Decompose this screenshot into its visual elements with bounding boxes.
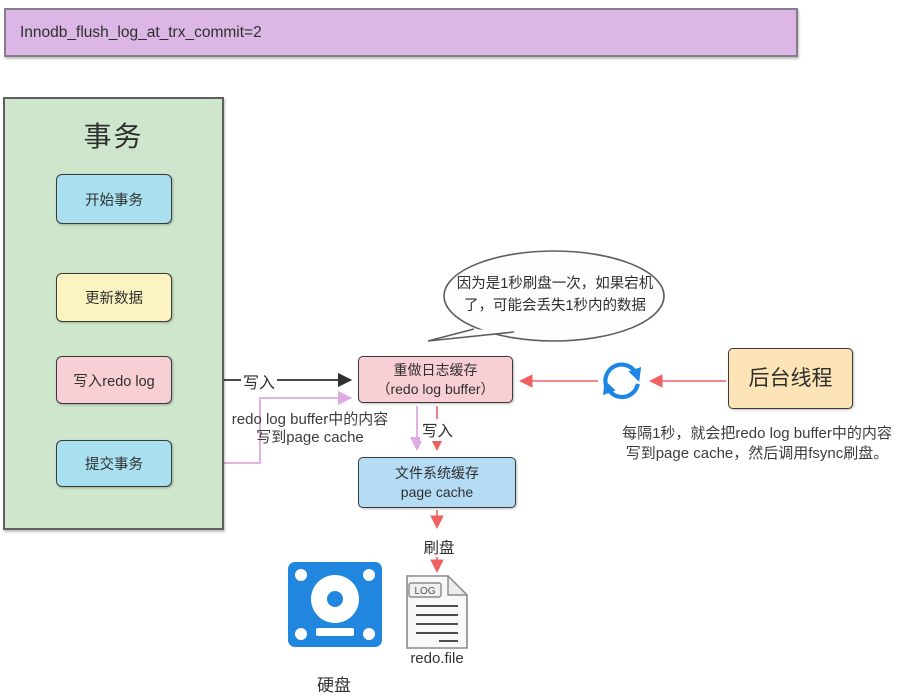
step-commit-transaction: 提交事务: [56, 440, 172, 487]
background-thread-node: 后台线程: [728, 348, 853, 409]
banner-label: Innodb_flush_log_at_trx_commit=2: [20, 23, 262, 41]
step-write-redo-log: 写入redo log: [56, 356, 172, 404]
background-thread-note-line1: 每隔1秒，就会把redo log buffer中的内容: [622, 425, 892, 442]
commit-path-note: redo log buffer中的内容 写到page cache: [213, 411, 407, 447]
background-thread-label: 后台线程: [748, 367, 833, 390]
write-to-cache-label: 写入: [420, 419, 456, 441]
speech-bubble-text: 因为是1秒刷盘一次，如果宕机 了，可能会丢失1秒内的数据: [444, 273, 666, 317]
step-label: 写入redo log: [73, 373, 155, 390]
redo-log-buffer-line2: （redo log buffer）: [376, 380, 495, 397]
transaction-title: 事务: [83, 121, 144, 152]
step-begin-transaction: 开始事务: [56, 174, 172, 224]
speech-bubble-line1: 因为是1秒刷盘一次，如果宕机: [456, 276, 654, 292]
page-cache-node: 文件系统缓存 page cache: [358, 457, 516, 508]
flush-disk-label: 刷盘: [423, 540, 455, 557]
hard-disk-icon: [288, 562, 382, 647]
redo-file-label: redo.file: [410, 650, 464, 667]
background-thread-note: 每隔1秒，就会把redo log buffer中的内容 写到page cache…: [608, 424, 906, 464]
speech-bubble-line2: 了，可能会丢失1秒内的数据: [463, 298, 647, 314]
commit-path-note-line2: 写到page cache: [256, 429, 364, 446]
speech-bubble: [427, 250, 665, 342]
step-label: 更新数据: [85, 291, 143, 307]
redo-log-buffer-node: 重做日志缓存 （redo log buffer）: [358, 356, 513, 403]
page-cache-line1: 文件系统缓存: [395, 464, 479, 481]
commit-path-note-line1: redo log buffer中的内容: [231, 411, 389, 428]
page-cache-line2: page cache: [400, 483, 474, 500]
sync-loop-icon: [602, 362, 642, 400]
background-thread-note-line2: 写到page cache，然后调用fsync刷盘。: [625, 445, 889, 462]
log-file-icon: LOG: [406, 575, 468, 649]
step-label: 开始事务: [85, 192, 143, 209]
banner: Innodb_flush_log_at_trx_commit=2: [4, 8, 798, 57]
log-badge: LOG: [414, 586, 435, 597]
write-to-buffer-label: 写入: [241, 369, 278, 393]
step-update-data: 更新数据: [56, 273, 172, 322]
step-label: 提交事务: [85, 457, 143, 473]
hard-disk-label: 硬盘: [317, 676, 351, 695]
speech-bubble-tail: [427, 328, 515, 342]
redo-log-buffer-line1: 重做日志缓存: [393, 361, 478, 378]
